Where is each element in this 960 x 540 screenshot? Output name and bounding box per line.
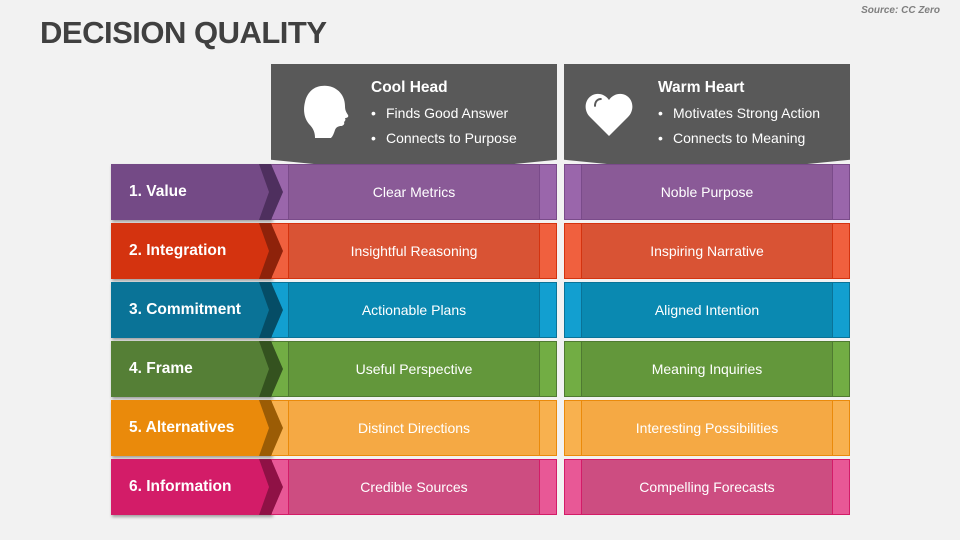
warm-heart-cell: Inspiring Narrative — [564, 223, 850, 279]
row-label-box — [111, 282, 271, 338]
cell-strip-right — [539, 165, 556, 219]
row-label-box — [111, 164, 271, 220]
cool-head-text: Useful Perspective — [355, 361, 473, 377]
cell-strip-right — [832, 460, 849, 514]
callout-cool-head: Cool Head Finds Good Answer Connects to … — [271, 64, 557, 174]
heart-icon — [585, 93, 633, 136]
warm-heart-cell: Compelling Forecasts — [564, 459, 850, 515]
cool-head-cell: Clear Metrics — [271, 164, 557, 220]
cell-strip-right — [539, 283, 556, 337]
cell-strip-left — [565, 460, 582, 514]
row-label-box — [111, 223, 271, 279]
warm-heart-text: Noble Purpose — [660, 184, 754, 200]
quality-row: 4. Frame Useful Perspective Meaning Inqu… — [0, 341, 960, 397]
cell-strip-right — [539, 460, 556, 514]
cell-strip-right — [539, 224, 556, 278]
cell-strip-left — [565, 224, 582, 278]
head-profile-icon — [304, 85, 349, 138]
warm-heart-cell: Meaning Inquiries — [564, 341, 850, 397]
cool-head-text: Insightful Reasoning — [350, 243, 478, 259]
cool-head-text: Credible Sources — [360, 479, 468, 495]
callout-heading: Warm Heart — [658, 79, 745, 96]
callout-heading: Cool Head — [371, 79, 448, 96]
cool-head-text: Distinct Directions — [357, 420, 471, 436]
callout-bullet: Connects to Purpose — [371, 126, 517, 151]
cell-strip-right — [832, 283, 849, 337]
source-note: Source: CC Zero — [861, 5, 940, 16]
warm-heart-cell: Noble Purpose — [564, 164, 850, 220]
cell-strip-right — [832, 165, 849, 219]
callout-bullet: Finds Good Answer — [371, 101, 517, 126]
cool-head-cell: Insightful Reasoning — [271, 223, 557, 279]
row-label-box — [111, 341, 271, 397]
cell-strip-right — [832, 401, 849, 455]
callout-warm-heart: Warm Heart Motivates Strong Action Conne… — [564, 64, 850, 174]
cool-head-text: Clear Metrics — [372, 184, 456, 200]
cool-head-cell: Distinct Directions — [271, 400, 557, 456]
cell-strip-left — [565, 401, 582, 455]
warm-heart-text: Inspiring Narrative — [650, 243, 764, 259]
cell-strip-right — [832, 342, 849, 396]
cool-head-cell: Credible Sources — [271, 459, 557, 515]
cool-head-text: Actionable Plans — [361, 302, 467, 318]
row-label: 6. Information — [129, 478, 232, 495]
cell-strip-right — [832, 224, 849, 278]
cell-strip-right — [539, 401, 556, 455]
cell-strip-right — [539, 342, 556, 396]
page-title: DECISION QUALITY — [40, 15, 327, 50]
quality-row: 6. Information Credible Sources Compelli… — [0, 459, 960, 515]
quality-row: 2. Integration Insightful Reasoning Insp… — [0, 223, 960, 279]
warm-heart-cell: Interesting Possibilities — [564, 400, 850, 456]
row-label: 3. Commitment — [129, 301, 241, 318]
cool-head-cell: Actionable Plans — [271, 282, 557, 338]
warm-heart-text: Interesting Possibilities — [635, 420, 779, 436]
quality-row: 5. Alternatives Distinct Directions Inte… — [0, 400, 960, 456]
row-label: 4. Frame — [129, 360, 193, 377]
row-label: 2. Integration — [129, 242, 227, 259]
quality-row: 3. Commitment Actionable Plans Aligned I… — [0, 282, 960, 338]
row-label: 1. Value — [129, 183, 187, 200]
warm-heart-cell: Aligned Intention — [564, 282, 850, 338]
cell-strip-left — [565, 283, 582, 337]
warm-heart-text: Meaning Inquiries — [651, 361, 763, 377]
callout-bullet: Motivates Strong Action — [658, 101, 820, 126]
row-label-box — [111, 459, 271, 515]
callout-bullet: Connects to Meaning — [658, 126, 820, 151]
warm-heart-text: Aligned Intention — [654, 302, 760, 318]
cell-strip-left — [565, 165, 582, 219]
quality-row: 1. Value Clear Metrics Noble Purpose — [0, 164, 960, 220]
cell-strip-left — [565, 342, 582, 396]
cool-head-cell: Useful Perspective — [271, 341, 557, 397]
row-label: 5. Alternatives — [129, 419, 235, 436]
row-label-box — [111, 400, 271, 456]
warm-heart-text: Compelling Forecasts — [639, 479, 775, 495]
